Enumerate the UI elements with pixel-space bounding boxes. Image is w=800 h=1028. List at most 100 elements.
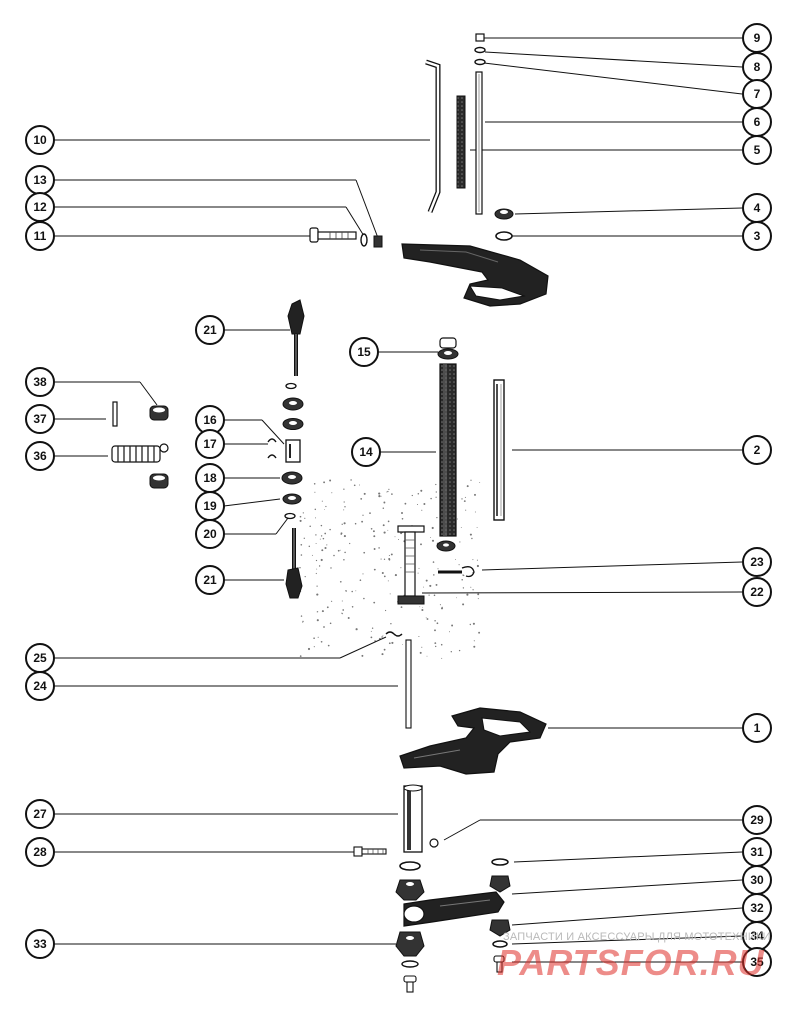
speckle-dot — [316, 585, 318, 587]
speckle-dot — [355, 628, 358, 631]
callout-19: 19 — [195, 491, 225, 521]
callout-31: 31 — [742, 837, 772, 867]
speckle-dot — [370, 630, 372, 632]
callout-33: 33 — [25, 929, 55, 959]
speckle-dot — [441, 657, 443, 659]
speckle-dot — [470, 586, 472, 588]
speckle-dot — [313, 637, 315, 640]
part-36-spring — [111, 443, 169, 463]
callout-1: 1 — [742, 713, 772, 743]
speckle-dot — [473, 640, 475, 642]
callout-37: 37 — [25, 404, 55, 434]
speckle-dot — [386, 491, 388, 493]
callout-11-label: 11 — [34, 229, 47, 243]
speckle-dot — [472, 559, 474, 561]
part-25-clip — [385, 631, 403, 637]
callout-5-label: 5 — [754, 143, 761, 157]
speckle-dot — [361, 654, 364, 657]
speckle-dot — [385, 609, 387, 612]
speckle-dot — [302, 512, 304, 514]
speckle-dot — [372, 530, 375, 533]
speckle-dot — [431, 539, 435, 542]
speckle-dot — [320, 558, 323, 562]
callout-34-label: 34 — [750, 929, 764, 943]
callout-7-label: 7 — [754, 87, 761, 101]
speckle-dot — [422, 606, 424, 608]
speckle-dot — [324, 532, 327, 535]
callout-2-label: 2 — [754, 443, 761, 457]
speckle-dot — [300, 554, 303, 556]
speckle-dot — [435, 491, 437, 493]
speckle-dot — [435, 583, 438, 586]
speckle-dot — [333, 554, 335, 557]
speckle-dot — [344, 506, 346, 508]
watermark-tagline: ЗАПЧАСТИ И АКСЕССУАРЫ ДЛЯ МОТОТЕХНИКИ — [503, 931, 771, 943]
callout-25: 25 — [25, 643, 55, 673]
callout-5: 5 — [742, 135, 772, 165]
speckle-dot — [474, 511, 476, 513]
washer-stack-upper — [282, 382, 304, 430]
speckle-dot — [373, 568, 376, 571]
upper-bracket — [401, 243, 549, 307]
callout-38-label: 38 — [33, 375, 47, 389]
part-28-screw — [353, 846, 387, 857]
speckle-dot — [469, 623, 471, 626]
speckle-dot — [360, 498, 363, 500]
speckle-dot — [341, 523, 343, 525]
callout-3-label: 3 — [754, 229, 761, 243]
callout-14-label: 14 — [359, 445, 373, 459]
speckle-dot — [359, 579, 362, 581]
callout-10-label: 10 — [33, 133, 47, 147]
speckle-dot — [461, 579, 463, 581]
part-14-shaft — [439, 363, 457, 537]
callout-21-upper-label: 21 — [203, 323, 217, 337]
speckle-dot — [325, 505, 327, 508]
speckle-dot — [478, 631, 481, 634]
speckle-dot — [381, 653, 384, 656]
speckle-dot — [353, 484, 356, 487]
part-7-washer — [474, 58, 486, 66]
speckle-dot — [400, 532, 403, 535]
speckle-dot — [421, 646, 423, 648]
callout-15-label: 15 — [357, 345, 371, 359]
part-9-nut — [475, 33, 485, 42]
speckle-dot — [321, 500, 323, 502]
callout-17: 17 — [195, 429, 225, 459]
callout-4-label: 4 — [754, 201, 761, 215]
speckle-dot — [380, 558, 382, 560]
speckle-dot — [341, 600, 343, 602]
leader-lines — [54, 37, 743, 963]
speckle-dot — [426, 655, 428, 657]
part-1-lower-bracket — [399, 707, 547, 775]
callout-8-label: 8 — [754, 60, 761, 74]
speckle-dot — [449, 631, 450, 633]
speckle-dot — [433, 574, 435, 576]
speckle-dot — [327, 644, 330, 647]
speckle-dot — [434, 620, 436, 622]
callout-28: 28 — [25, 837, 55, 867]
speckle-dot — [302, 620, 304, 623]
speckle-dot — [472, 589, 474, 591]
callout-33-label: 33 — [33, 937, 47, 951]
speckle-dot — [430, 537, 431, 539]
callout-21-lower: 21 — [195, 565, 225, 595]
speckle-dot — [311, 554, 313, 556]
callout-23-label: 23 — [750, 555, 764, 569]
callout-27-label: 27 — [33, 807, 47, 821]
callout-16-label: 16 — [203, 413, 217, 427]
speckle-dot — [344, 551, 346, 554]
speckle-dot — [389, 593, 391, 595]
speckle-dot — [431, 526, 434, 530]
callout-28-label: 28 — [33, 845, 47, 859]
watermark-logo-text: PARTSFOR.RU — [497, 942, 765, 983]
speckle-dot — [451, 624, 454, 627]
speckle-dot — [439, 604, 441, 606]
speckle-dot — [425, 579, 428, 582]
part-29-ball — [429, 838, 439, 848]
callout-6-label: 6 — [754, 115, 761, 129]
speckle-dot — [463, 500, 466, 502]
speckle-dot — [299, 519, 302, 522]
speckle-dot — [326, 544, 328, 546]
part-12-washer — [360, 233, 368, 247]
speckle-dot — [378, 547, 380, 549]
